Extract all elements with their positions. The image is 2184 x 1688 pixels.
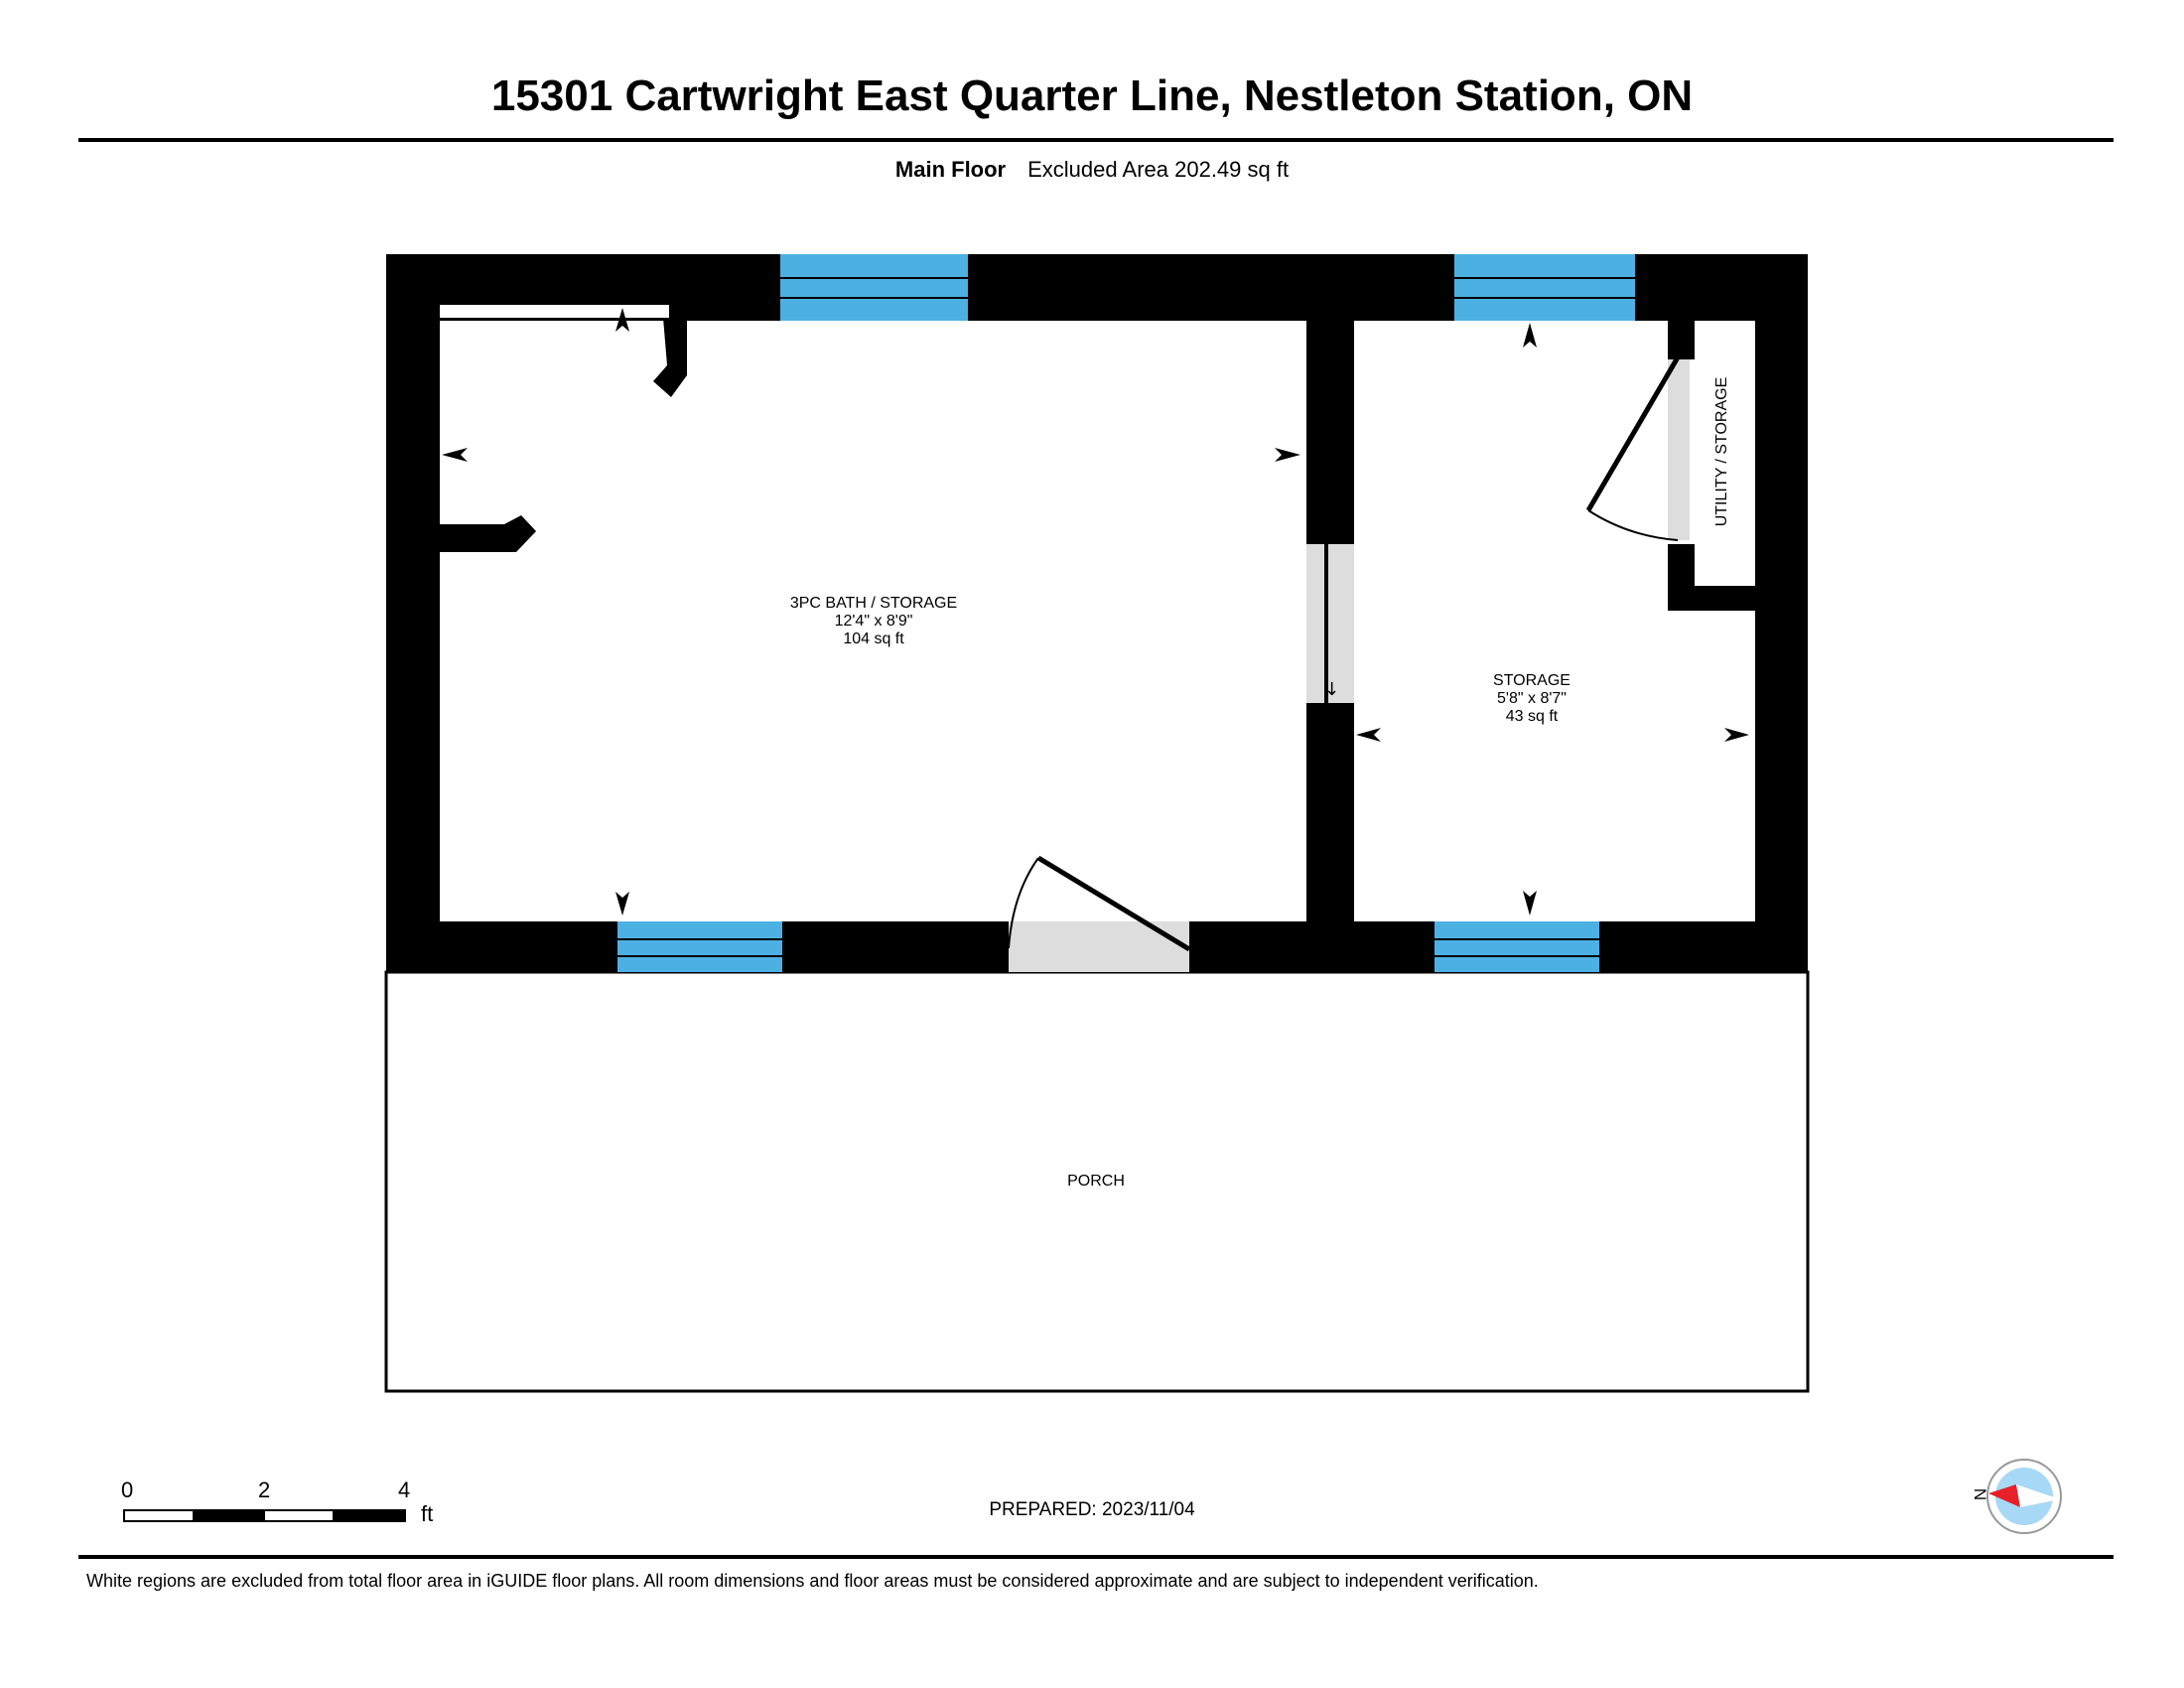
excluded-area-label: Excluded Area 202.49 sq ft bbox=[1027, 157, 1290, 182]
closet-door-leaf bbox=[1585, 355, 1681, 512]
storage-floor bbox=[1354, 321, 1668, 921]
closet-door-swing bbox=[1587, 509, 1679, 541]
floor-subtitle: Main Floor Excluded Area 202.49 sq ft bbox=[0, 157, 2184, 183]
bath-west-recess bbox=[440, 321, 460, 524]
storage-room-name: STORAGE bbox=[1493, 672, 1570, 689]
porch-label: PORCH bbox=[1067, 1173, 1125, 1190]
doors: ↓ bbox=[1008, 355, 1690, 972]
closet-door-opening bbox=[1668, 359, 1690, 540]
arrow-down-icon bbox=[1523, 891, 1537, 915]
wall-stub-north bbox=[653, 318, 687, 397]
compass-icon: N bbox=[1971, 1459, 2062, 1534]
pocket-door-arrow-icon: ↓ bbox=[1324, 679, 1339, 700]
west-wall bbox=[386, 254, 440, 972]
east-wall bbox=[1755, 254, 1808, 972]
arrow-up-icon bbox=[615, 308, 629, 332]
compass-north-label: N bbox=[1971, 1488, 1989, 1500]
arrow-right-icon bbox=[1275, 448, 1300, 462]
bath-room-dims: 12'4" x 8'9" bbox=[835, 613, 913, 630]
closet-wall-top bbox=[1668, 318, 1695, 359]
utility-closet bbox=[1695, 321, 1748, 586]
room-labels: 3PC BATH / STORAGE 12'4" x 8'9" 104 sq f… bbox=[790, 377, 1730, 1190]
scale-tick-4: 4 bbox=[398, 1477, 411, 1502]
page-title: 15301 Cartwright East Quarter Line, Nest… bbox=[490, 71, 1694, 120]
dimension-arrows bbox=[442, 308, 1749, 915]
bath-room-area: 104 sq ft bbox=[843, 631, 904, 647]
scale-bar bbox=[123, 1509, 406, 1522]
floor-label: Main Floor bbox=[894, 157, 1007, 182]
scale-tick-0: 0 bbox=[121, 1477, 134, 1502]
prepared-date: PREPARED: 2023/11/04 bbox=[989, 1499, 1195, 1520]
arrow-right-icon bbox=[1724, 728, 1749, 742]
window-north-2 bbox=[1454, 254, 1635, 321]
entry-door-leaf bbox=[1036, 855, 1191, 952]
bath-ne-notch bbox=[440, 305, 669, 318]
windows bbox=[617, 254, 1635, 972]
window-south-2 bbox=[1434, 921, 1599, 972]
bath-room-name: 3PC BATH / STORAGE bbox=[790, 595, 957, 612]
storage-room-dims: 5'8" x 8'7" bbox=[1497, 690, 1567, 707]
window-south-1 bbox=[617, 921, 782, 972]
pocket-door-opening bbox=[1306, 544, 1354, 703]
arrow-left-icon bbox=[442, 448, 468, 462]
closet-wall-return bbox=[1668, 586, 1761, 611]
bottom-divider bbox=[78, 1555, 2114, 1559]
utility-room-name: UTILITY / STORAGE bbox=[1713, 377, 1730, 527]
storage-east-fill bbox=[1695, 611, 1755, 921]
storage-room-area: 43 sq ft bbox=[1506, 708, 1559, 725]
window-north-1 bbox=[780, 254, 968, 321]
disclaimer-footnote: White regions are excluded from total fl… bbox=[86, 1571, 1539, 1591]
wall-stub-west bbox=[440, 515, 536, 552]
arrow-down-icon bbox=[615, 892, 629, 915]
entry-door-opening bbox=[1009, 921, 1189, 972]
arrow-up-icon bbox=[1523, 323, 1537, 348]
top-divider bbox=[78, 138, 2114, 142]
scale-unit: ft bbox=[421, 1501, 434, 1526]
scale-tick-2: 2 bbox=[258, 1477, 271, 1502]
entry-door-swing bbox=[1008, 857, 1039, 949]
porch-area bbox=[384, 970, 1810, 1393]
arrow-left-icon bbox=[1356, 728, 1381, 742]
